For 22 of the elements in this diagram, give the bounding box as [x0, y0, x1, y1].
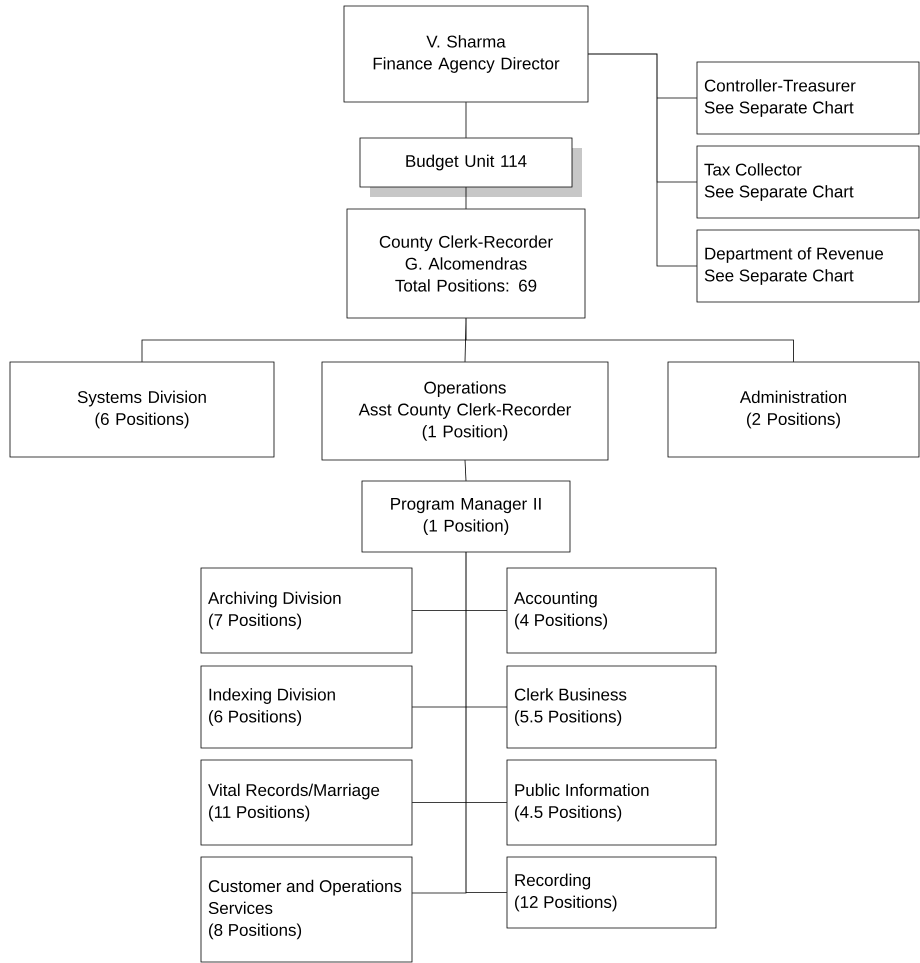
connector-line: [588, 54, 697, 266]
unit-box: Accounting (4 Positions): [506, 568, 716, 654]
unit-box: Clerk Business (5.5 Positions): [506, 666, 716, 748]
office-box: Department of Revenue See Separate Chart: [696, 230, 920, 302]
office-box: Controller-Treasurer See Separate Chart: [696, 62, 920, 134]
unit-box: Public Information (4.5 Positions): [506, 760, 716, 846]
manager-box: Program Manager II (1 Position): [362, 480, 570, 552]
connector-line: [464, 460, 466, 481]
division-box: Operations Asst County Clerk-Recorder (1 Position): [322, 362, 608, 460]
unit-box: Vital Records/Marriage (11 Positions): [200, 760, 412, 846]
division-box: Systems Division (6 Positions): [10, 362, 274, 458]
division-box: Administration (2 Positions): [668, 362, 920, 458]
director-box: V. Sharma Finance Agency Director: [344, 6, 588, 102]
connector-line: [466, 552, 507, 893]
unit-box: Customer and Operations Services (8 Positions): [200, 856, 412, 962]
unit-box: Archiving Division (7 Positions): [200, 568, 412, 654]
budget-box: Budget Unit 114: [360, 138, 582, 197]
department-box: County Clerk-Recorder G. Alcomendras Total Positions: 69: [346, 208, 586, 318]
unit-box: Recording (12 Positions): [506, 856, 716, 928]
office-box: Tax Collector See Separate Chart: [696, 146, 920, 218]
unit-box: Indexing Division (6 Positions): [200, 666, 412, 748]
connector-line: [466, 318, 794, 362]
